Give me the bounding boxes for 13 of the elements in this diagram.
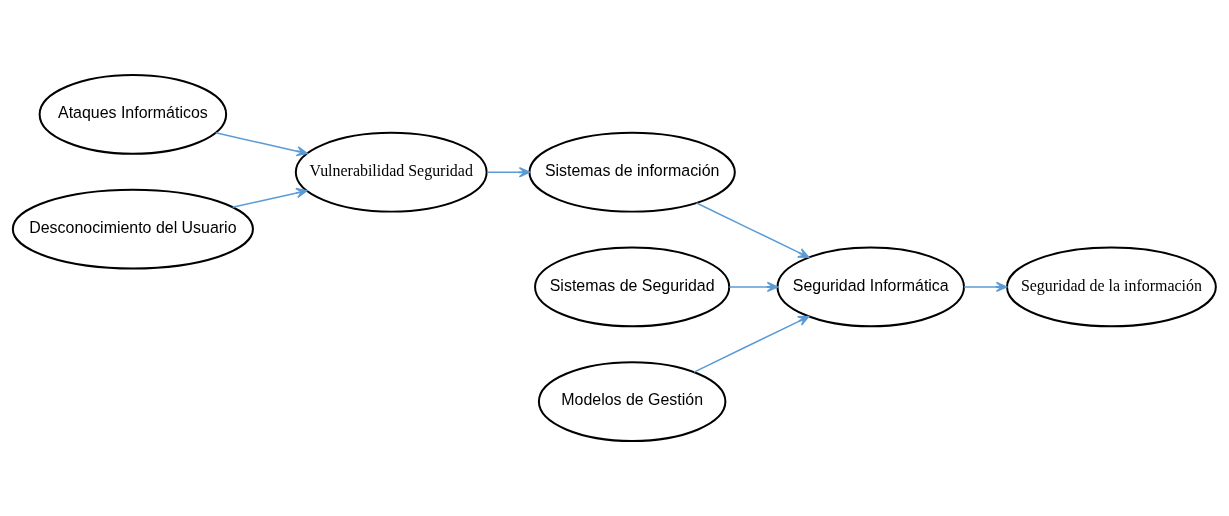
arrow	[693, 315, 810, 373]
node-ellipse: Sistemas de información	[528, 131, 736, 213]
node-ellipse: Seguridad de la información	[1006, 246, 1217, 328]
arrow	[486, 167, 531, 178]
node-ellipse: Modelos de Gestión	[537, 361, 727, 442]
arrow	[695, 202, 810, 259]
arrow	[728, 281, 779, 293]
arrow	[231, 187, 308, 208]
arrow	[214, 132, 308, 157]
node-ellipse: Sistemas de Seguridad	[534, 246, 731, 328]
arrow	[963, 281, 1008, 293]
node-ellipse: Desconocimiento del Usuario	[11, 188, 254, 270]
node-ellipse: Ataques Informáticos	[38, 74, 228, 155]
